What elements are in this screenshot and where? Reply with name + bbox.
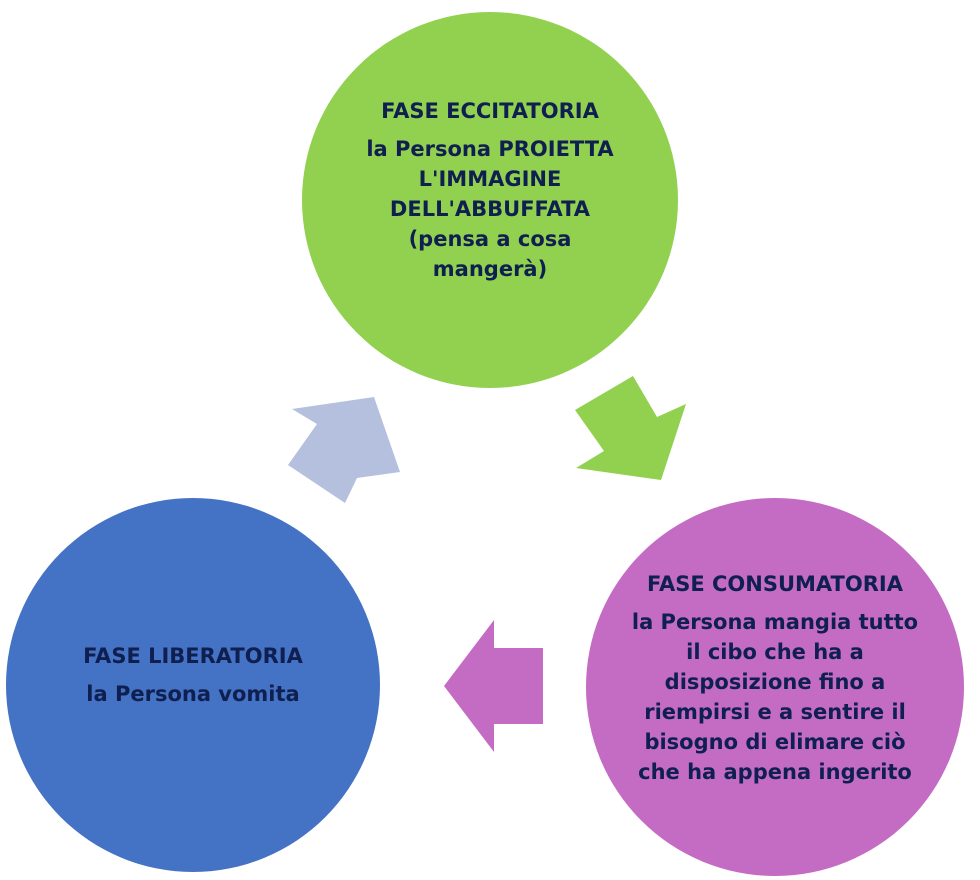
phase-consummatory-text: la Persona mangia tutto il cibo che ha a… [631,610,919,784]
phase-consummatory-title: FASE CONSUMATORIA [647,572,903,596]
arrow-down-right-icon [575,376,686,480]
arrow-up-right-icon [288,397,400,503]
phase-excitatory-text: la Persona PROIETTA L'IMMAGINE DELL'ABBU… [366,137,614,281]
phase-excitatory-circle: FASE ECCITATORIA la Persona PROIETTA L'I… [302,12,678,388]
phase-liberatory-circle: FASE LIBERATORIA la Persona vomita [6,498,380,872]
phase-liberatory-title: FASE LIBERATORIA [83,644,303,668]
phase-liberatory-text: la Persona vomita [86,682,300,706]
phase-excitatory-title: FASE ECCITATORIA [381,99,599,123]
arrow-left-icon [444,620,543,752]
phase-consummatory-circle: FASE CONSUMATORIA la Persona mangia tutt… [586,498,964,876]
